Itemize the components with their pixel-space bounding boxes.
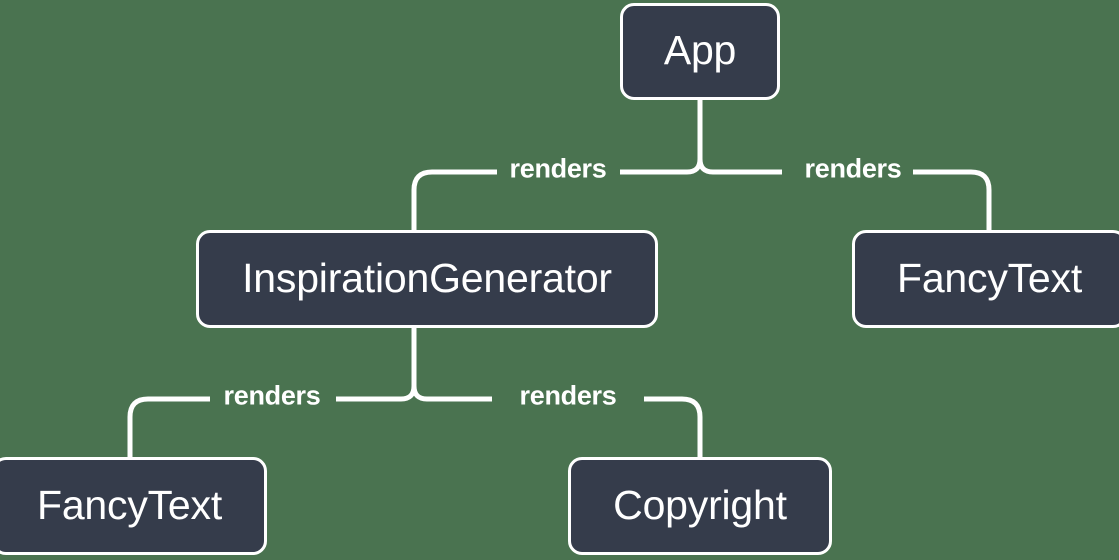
edge-label-ig-to-fancytext-bottom-left: renders — [223, 380, 321, 411]
node-copyright[interactable]: Copyright — [568, 457, 832, 555]
edge-app-to-fancytext-right — [913, 169, 992, 230]
node-inspiration-generator-label: InspirationGenerator — [242, 254, 612, 301]
node-fancytext-right[interactable]: FancyText — [852, 230, 1119, 328]
edge-app-split-left — [620, 158, 703, 175]
node-fancytext-bottom-left[interactable]: FancyText — [0, 457, 267, 555]
edge-ig-split-right — [411, 385, 492, 402]
edge-label-ig-to-copyright: renders — [519, 380, 617, 411]
edge-label-app-to-inspirationgenerator: renders — [509, 153, 607, 184]
node-fancytext-right-label: FancyText — [896, 254, 1083, 301]
edge-ig-split-left — [336, 385, 417, 402]
edge-label-app-to-fancytext-right: renders — [804, 153, 902, 184]
node-app-label: App — [663, 27, 737, 73]
node-copyright-label: Copyright — [613, 481, 787, 528]
edge-app-split-right — [697, 158, 782, 175]
edge-ig-to-copyright — [644, 396, 703, 457]
node-app[interactable]: App — [620, 3, 780, 100]
edge-app-to-inspirationgenerator — [411, 169, 497, 230]
node-fancytext-bottom-left-label: FancyText — [36, 481, 223, 528]
node-inspiration-generator[interactable]: InspirationGenerator — [196, 230, 658, 328]
edge-ig-to-fancytext-bottom-left — [127, 396, 210, 457]
